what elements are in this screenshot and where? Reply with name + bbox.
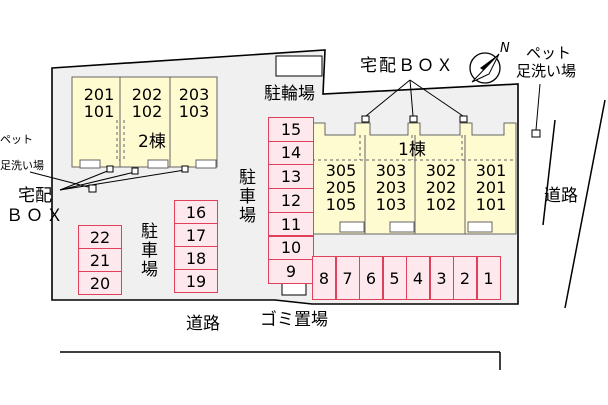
bicycle-parking-box: [275, 55, 323, 77]
pet-wash-left-label-1: ペット: [0, 133, 33, 146]
parking-stall-2: 2: [453, 256, 477, 300]
road-right-label: 道路: [544, 186, 578, 206]
parking-label-left: 駐車場: [137, 222, 157, 279]
parking-stall-4: 4: [406, 256, 430, 300]
parking-stall-16: 16: [174, 200, 218, 224]
parking-stall-5: 5: [382, 256, 407, 300]
road-right-line-2: [564, 99, 606, 309]
building-1-label: 1棟: [398, 140, 426, 160]
parking-stall-17: 17: [174, 223, 218, 247]
parking-stall-14: 14: [268, 140, 314, 166]
delivery-box-top-label: 宅配ＢＯＸ: [360, 56, 455, 76]
parking-stall-21: 21: [78, 248, 122, 272]
parking-stall-3: 3: [429, 256, 454, 300]
delivery-box-lines-left: [29, 165, 189, 193]
parking-stall-15: 15: [268, 117, 314, 142]
parking-label-center: 駐車場: [235, 168, 255, 225]
compass-icon: [469, 52, 501, 84]
parking-stall-1: 1: [476, 256, 501, 300]
parking-stall-20: 20: [78, 271, 122, 295]
parking-stall-19: 19: [174, 269, 218, 293]
garbage-label: ゴミ置場: [260, 310, 328, 330]
compass-north-label: N: [500, 41, 510, 56]
delivery-box-left-label-1: 宅配: [18, 186, 52, 206]
bicycle-parking-label: 駐輪場: [264, 84, 315, 104]
garbage-box: [281, 282, 307, 296]
parking-stall-10: 10: [268, 235, 314, 260]
road-right-line-1: [542, 119, 556, 226]
parking-stall-11: 11: [268, 211, 314, 237]
parking-stall-22: 22: [78, 225, 122, 249]
parking-stall-13: 13: [268, 164, 314, 189]
parking-stall-8: 8: [312, 256, 336, 300]
parking-stall-6: 6: [359, 256, 383, 300]
pet-wash-right-marker: [531, 83, 541, 138]
building-2-label: 2棟: [138, 132, 166, 152]
road-bottom-label: 道路: [186, 314, 220, 334]
delivery-box-lines-top: [361, 79, 468, 123]
parking-stall-18: 18: [174, 246, 218, 270]
parking-stall-12: 12: [268, 188, 314, 213]
pet-wash-right-label-1: ペット: [526, 44, 572, 62]
parking-stall-7: 7: [335, 256, 360, 300]
pet-wash-right-label-2: 足洗い場: [516, 62, 577, 80]
building-1: [311, 122, 517, 235]
delivery-box-left-label-2: ＢＯＸ: [6, 206, 66, 226]
building-2: [71, 76, 218, 169]
pet-wash-left-label-2: 足洗い場: [0, 159, 44, 172]
parking-stall-9: 9: [268, 259, 314, 284]
